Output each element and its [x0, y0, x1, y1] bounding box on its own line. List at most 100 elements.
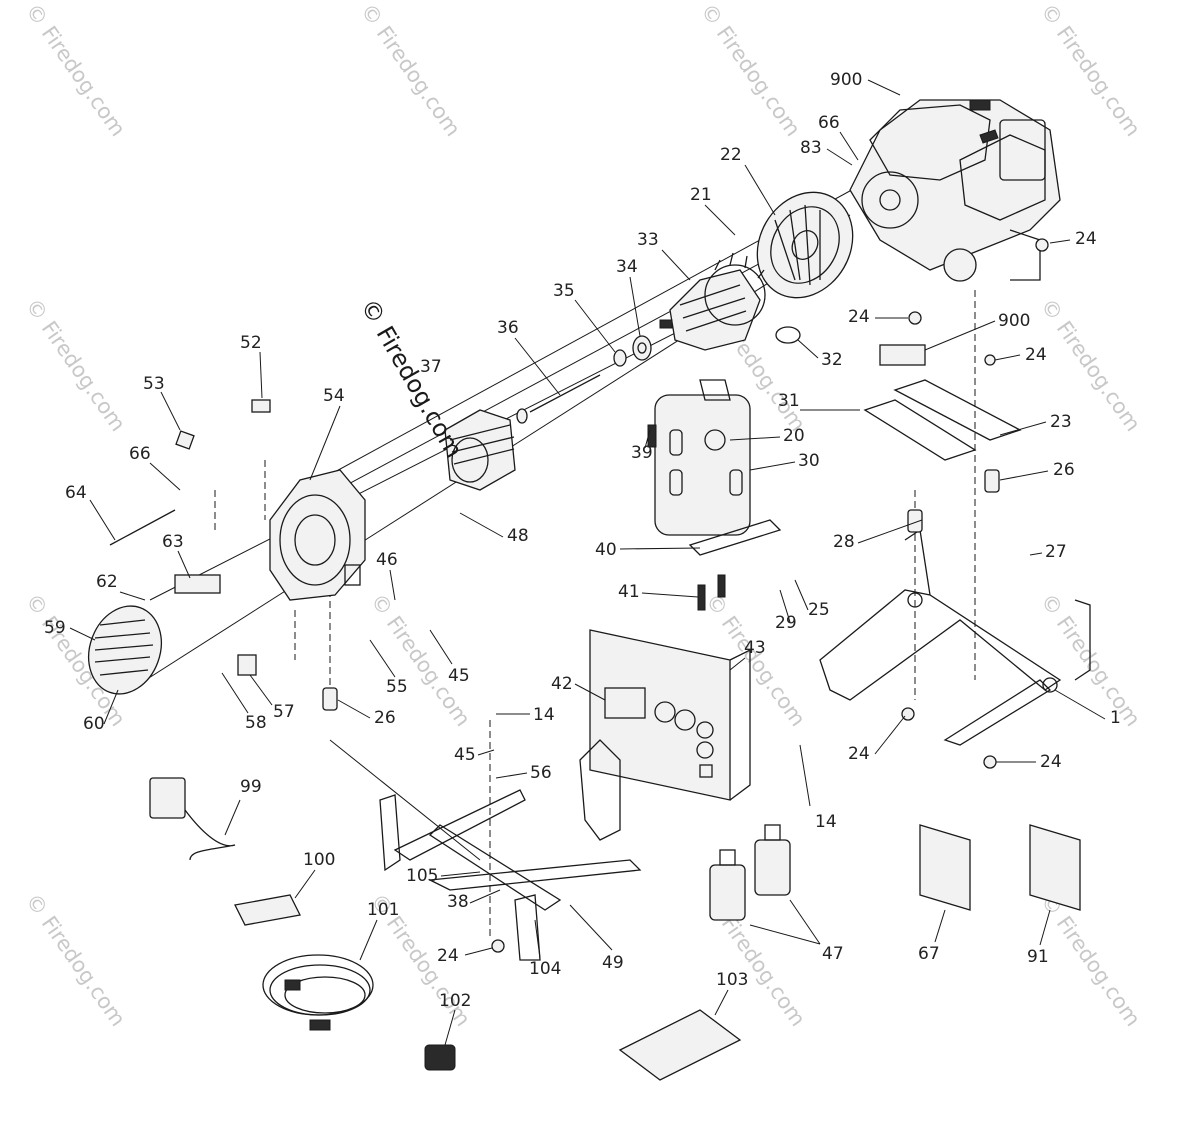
callout-label: 102: [439, 991, 471, 1011]
bracket: [237, 654, 257, 676]
callout-label: 22: [720, 145, 742, 165]
callout-label: 101: [367, 900, 399, 920]
grille: [88, 605, 162, 695]
callout-label: 58: [245, 713, 267, 733]
muffler-bracket: [688, 519, 782, 556]
callout-label: 29: [775, 613, 797, 633]
fan: [756, 191, 854, 299]
frame: [819, 528, 1091, 746]
callout-label: 32: [821, 350, 843, 370]
watermark: © Firedog.com: [21, 0, 130, 141]
watermark: © Firedog.com: [21, 889, 130, 1031]
callout-label: 23: [1050, 412, 1072, 432]
bolt: [109, 509, 176, 546]
callout-label: 24: [1040, 752, 1062, 772]
terminals: [234, 894, 301, 926]
callout-label: 60: [83, 714, 105, 734]
callout-label: 105: [406, 866, 438, 886]
callout-label: 26: [1053, 460, 1075, 480]
callout-label: 64: [65, 483, 87, 503]
manual: [919, 824, 971, 911]
watermark-dark: © Firedog.com: [355, 294, 468, 463]
callout-label: 59: [44, 618, 66, 638]
callout-label: 57: [273, 702, 295, 722]
watermark: © Firedog.com: [1036, 0, 1145, 141]
callout-label: 41: [618, 582, 640, 602]
callout-label: 36: [497, 318, 519, 338]
nuts: [491, 238, 1049, 953]
callout-label: 104: [529, 959, 561, 979]
leader-lines: [69, 79, 1106, 1046]
callout-label: 14: [815, 812, 837, 832]
callout-label: 63: [162, 532, 184, 552]
callout-label: 54: [323, 386, 345, 406]
callout-label: 24: [1075, 229, 1097, 249]
callout-layer: 900 66 83 22 21 24 33 34 35 24 900 32 24…: [44, 70, 1121, 1011]
callout-label: 900: [998, 311, 1030, 331]
callout-label: 42: [551, 674, 573, 694]
callout-label: 48: [507, 526, 529, 546]
callout-label: 91: [1027, 947, 1049, 967]
callout-label: 46: [376, 550, 398, 570]
callout-label: 99: [240, 777, 262, 797]
watermark: © Firedog.com: [1036, 889, 1145, 1031]
gasket: [775, 326, 801, 344]
frame-left: [379, 789, 642, 961]
engine: [849, 99, 1061, 282]
plug: [424, 1044, 456, 1071]
callout-label: 30: [798, 451, 820, 471]
wheel-kit: [618, 1009, 742, 1081]
callout-label: 900: [830, 70, 862, 90]
muffler: [654, 379, 751, 536]
callout-label: 49: [602, 953, 624, 973]
bracket: [175, 430, 195, 450]
panel-bracket: [579, 739, 621, 841]
callout-label: 31: [778, 391, 800, 411]
callout-label: 25: [808, 600, 830, 620]
callout-label: 14: [533, 705, 555, 725]
rotor: [659, 252, 766, 351]
control-panel: [589, 629, 751, 801]
manual: [1029, 824, 1081, 911]
callout-label: 45: [448, 666, 470, 686]
callout-label: 24: [1025, 345, 1047, 365]
callout-label: 35: [553, 281, 575, 301]
callout-label: 24: [848, 744, 870, 764]
oil-bottles: [709, 824, 791, 921]
callout-label: 28: [833, 532, 855, 552]
callout-label: 38: [447, 892, 469, 912]
bolt: [697, 584, 706, 611]
bracket: [251, 399, 271, 413]
callout-label: 43: [744, 638, 766, 658]
rotor-bolt: [516, 374, 601, 424]
watermark: © Firedog.com: [356, 0, 465, 141]
callout-label: 40: [595, 540, 617, 560]
stator: [444, 409, 516, 491]
callout-label: 27: [1045, 542, 1067, 562]
vibration-mount: [322, 687, 338, 711]
callout-label: 24: [437, 946, 459, 966]
vibration-mount: [907, 509, 923, 533]
cable: [262, 954, 374, 1031]
callout-label: 47: [822, 944, 844, 964]
callout-label: 53: [143, 374, 165, 394]
watermark: © Firedog.com: [696, 0, 805, 141]
callout-label: 103: [716, 970, 748, 990]
callout-label: 26: [374, 708, 396, 728]
callout-label: 20: [783, 426, 805, 446]
vibration-mount: [984, 469, 1000, 493]
callout-label: 37: [420, 357, 442, 377]
callout-label: 21: [690, 185, 712, 205]
callout-label: 55: [386, 677, 408, 697]
support-plates: [863, 344, 1022, 461]
bracket: [174, 574, 221, 594]
callout-label: 39: [631, 443, 653, 463]
callout-label: 45: [454, 745, 476, 765]
watermark: © Firedog.com: [21, 294, 130, 436]
callout-label: 66: [129, 444, 151, 464]
callout-label: 62: [96, 572, 118, 592]
callout-label: 83: [800, 138, 822, 158]
callout-label: 67: [918, 944, 940, 964]
callout-label: 33: [637, 230, 659, 250]
